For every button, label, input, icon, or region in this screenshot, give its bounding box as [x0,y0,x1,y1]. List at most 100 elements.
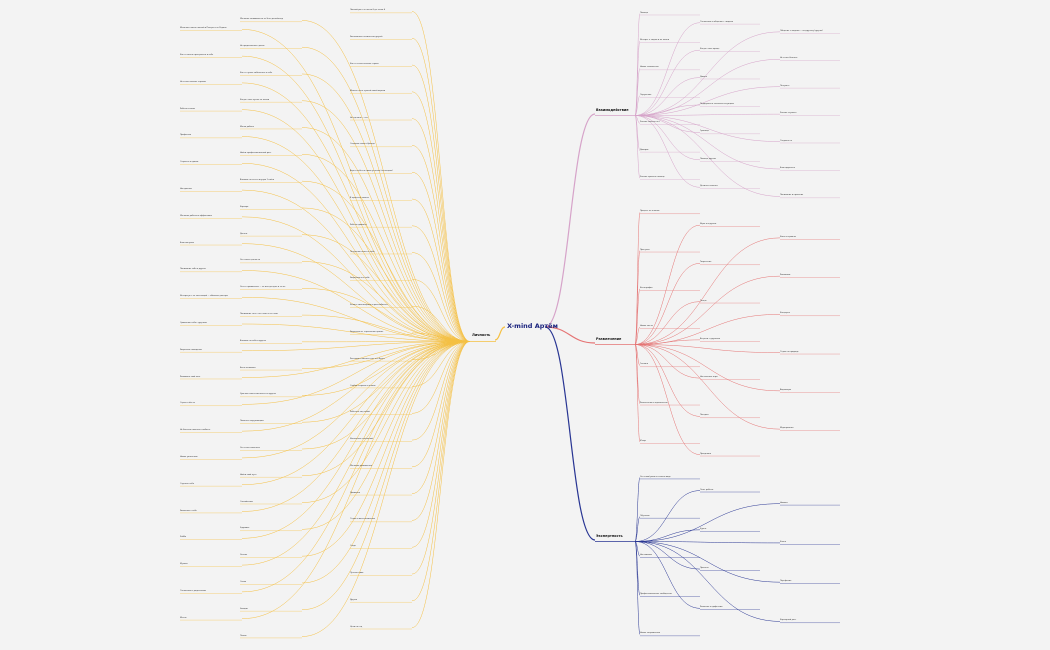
vzaimodeistvie-node[interactable]: Делиться опытом [700,185,718,188]
razvlechenie-node[interactable]: Поездки [700,414,709,417]
lichnost-node[interactable]: Интересует: не настоящий — обычные докто… [180,295,228,298]
lichnost-node[interactable]: Семья [240,580,247,583]
central-topic[interactable]: X-mind Артём [507,322,558,330]
razvlechenie-node[interactable]: Готовка [640,363,648,366]
lichnost-node[interactable]: Развивать свой мозг [180,375,201,378]
vzaimodeistvie-node[interactable]: Окружение [640,93,652,96]
razvlechenie-node[interactable]: Мероприятия [780,427,794,430]
lichnost-node[interactable]: Помогать окружающим [240,420,264,423]
vzaimodeistvie-node[interactable]: Умение слушать [780,112,797,115]
branch-razvlechenie[interactable]: Развлечение [596,337,622,341]
lichnost-node[interactable]: Как то стало меньше страха [350,63,379,66]
lichnost-node[interactable]: Что-то правильное — не всегда одно и то … [240,286,286,289]
lichnost-node[interactable]: Привычки [350,491,360,494]
lichnost-node[interactable]: Профессия [180,134,192,137]
ekspertnost-node[interactable]: Навыки [780,501,788,504]
ekspertnost-node[interactable]: Опыт работы [700,488,714,491]
vzaimodeistvie-node[interactable]: Новые знакомства [640,66,659,69]
lichnost-node[interactable]: Цели на год [350,625,363,628]
razvlechenie-node[interactable]: Праздники [700,452,711,455]
lichnost-node[interactable]: Уверенность в себе [350,277,370,280]
razvlechenie-node[interactable]: Концерты [780,312,790,315]
lichnost-node[interactable]: Быть активным [240,366,256,369]
vzaimodeistvie-node[interactable]: Получать [780,84,790,87]
ekspertnost-node[interactable]: Новые направления [640,632,661,635]
lichnost-node[interactable]: Слабые стороны и плюсы [350,384,376,387]
razvlechenie-node[interactable]: Настольные игры [700,376,718,379]
vzaimodeistvie-node[interactable]: Доверие [640,148,649,151]
lichnost-node[interactable]: Создание своего бренда [350,143,375,146]
razvlechenie-node[interactable]: Встречи с друзьями [700,337,720,340]
vzaimodeistvie-node[interactable]: Общение с людьми — по-другому (другие) [780,29,823,32]
vzaimodeistvie-node[interactable]: Благодарность [780,167,796,169]
lichnost-node[interactable]: Страх в чём-то [180,402,195,405]
lichnost-node[interactable]: Здоровье [240,527,250,530]
lichnost-node[interactable]: Когда стало лучше по жизни [240,98,270,101]
ekspertnost-node[interactable]: Книги [780,540,787,543]
lichnost-node[interactable]: Желание появившееся за 3нет-день/вечер [240,18,283,21]
lichnost-node[interactable]: Музыка [180,563,188,566]
razvlechenie-node[interactable]: Юмор [640,439,646,442]
lichnost-node[interactable]: Уверенность, стремление кризис [350,330,384,333]
vzaimodeistvie-node[interactable]: Умение просить помощь [640,176,665,179]
lichnost-node[interactable]: Путешествия [350,572,364,575]
vzaimodeistvie-node[interactable]: Границы [700,130,709,133]
vzaimodeistvie-node[interactable]: Умение сказать нет [640,121,660,124]
branch-vzaimodeistvie[interactable]: Взаимодействие [596,108,629,112]
lichnost-node[interactable]: Работать над собой [350,411,370,414]
lichnost-node[interactable]: Работа нравится [350,223,367,226]
lichnost-node[interactable]: Деньги [240,232,248,235]
lichnost-node[interactable]: Чтение [240,554,248,557]
branch-lichnost[interactable]: Личность [472,333,491,337]
razvlechenie-node[interactable]: Видеоигры [780,388,792,391]
vzaimodeistvie-node[interactable]: Поддержка в сложных ситуациях [700,103,734,105]
ekspertnost-node[interactable]: Портфолио [780,580,792,583]
lichnost-node[interactable]: Желание работать эффективно [180,214,212,217]
lichnost-node[interactable]: Что стоит изменить [240,447,260,449]
lichnost-node[interactable]: Не сделано — нет [350,116,369,119]
vzaimodeistvie-node[interactable]: Давать [700,75,708,78]
lichnost-node[interactable]: Влияние на что-то внутри 1 сайта [240,179,275,182]
lichnost-node[interactable]: Отдых и восстановление [350,518,376,521]
razvlechenie-node[interactable]: Кино и сериалы [780,235,796,238]
lichnost-node[interactable]: Не бояться показать слабость [180,429,211,432]
lichnost-node[interactable]: Чувство ответственности за других [240,393,276,396]
lichnost-node[interactable]: Спорт [350,545,357,548]
lichnost-node[interactable]: Слушать себя [180,482,194,485]
razvlechenie-node[interactable]: Развлечение в одиночестве [640,401,668,404]
razvlechenie-node[interactable]: Процесс по планам [640,210,660,213]
lichnost-node[interactable]: Настроение [180,188,192,191]
razvlechenie-node[interactable]: Новые места [640,325,653,328]
ekspertnost-node[interactable]: Что знаю/умею и в каком виде [640,475,671,478]
vzaimodeistvie-node[interactable]: Помощь [640,11,649,14]
lichnost-node[interactable]: Хобби [180,536,187,539]
vzaimodeistvie-node[interactable]: Интерес к людям и их жизни [640,39,670,41]
lichnost-node[interactable]: Карьера [240,205,249,208]
lichnost-node[interactable]: Найти профессиональный рост [240,152,272,155]
lichnost-node[interactable]: Личный рост за почти 6 до точки 6 [350,9,386,12]
lichnost-node[interactable]: Отношения с родителями [180,589,206,592]
lichnost-node[interactable]: Спокойствие [240,500,253,503]
vzaimodeistvie-node[interactable]: Не стоит бояться [780,57,798,60]
lichnost-node[interactable]: Маска работы [240,125,255,128]
lichnost-node[interactable]: Решать свои вопросы и расслабиться [350,304,388,307]
razvlechenie-node[interactable]: Игры и игрушки [700,223,717,226]
ekspertnost-node[interactable]: Профессиональное сообщество [640,593,672,596]
lichnost-node[interactable]: Старость и кризис [180,161,199,164]
razvlechenie-node[interactable]: Танцы [700,299,707,302]
lichnost-node[interactable]: Желание развиваться [350,464,373,467]
ekspertnost-node[interactable]: Проекты [700,567,709,570]
vzaimodeistvie-node[interactable]: Отношение и общение с людьми [700,20,733,23]
lichnost-node[interactable]: Увеличилось количество друзей [350,36,383,39]
lichnost-node[interactable]: В процессе поиска [350,196,369,199]
lichnost-node[interactable]: Друзья [350,598,358,601]
lichnost-node[interactable]: Благополучие [180,241,195,244]
ekspertnost-node[interactable]: Наставники [640,554,652,556]
lichnost-node[interactable]: Мечты [180,616,187,619]
lichnost-node[interactable]: Эмоции [240,607,248,610]
lichnost-node[interactable]: Изменение отношений [350,438,373,441]
lichnost-node[interactable]: Уверенное поведение [180,348,202,351]
lichnost-node[interactable]: Понимание того, что стоит и не стоит [240,313,279,316]
lichnost-node[interactable]: Работа и связи [180,107,195,110]
lichnost-node[interactable]: Но стало меньше страхов [180,80,206,83]
